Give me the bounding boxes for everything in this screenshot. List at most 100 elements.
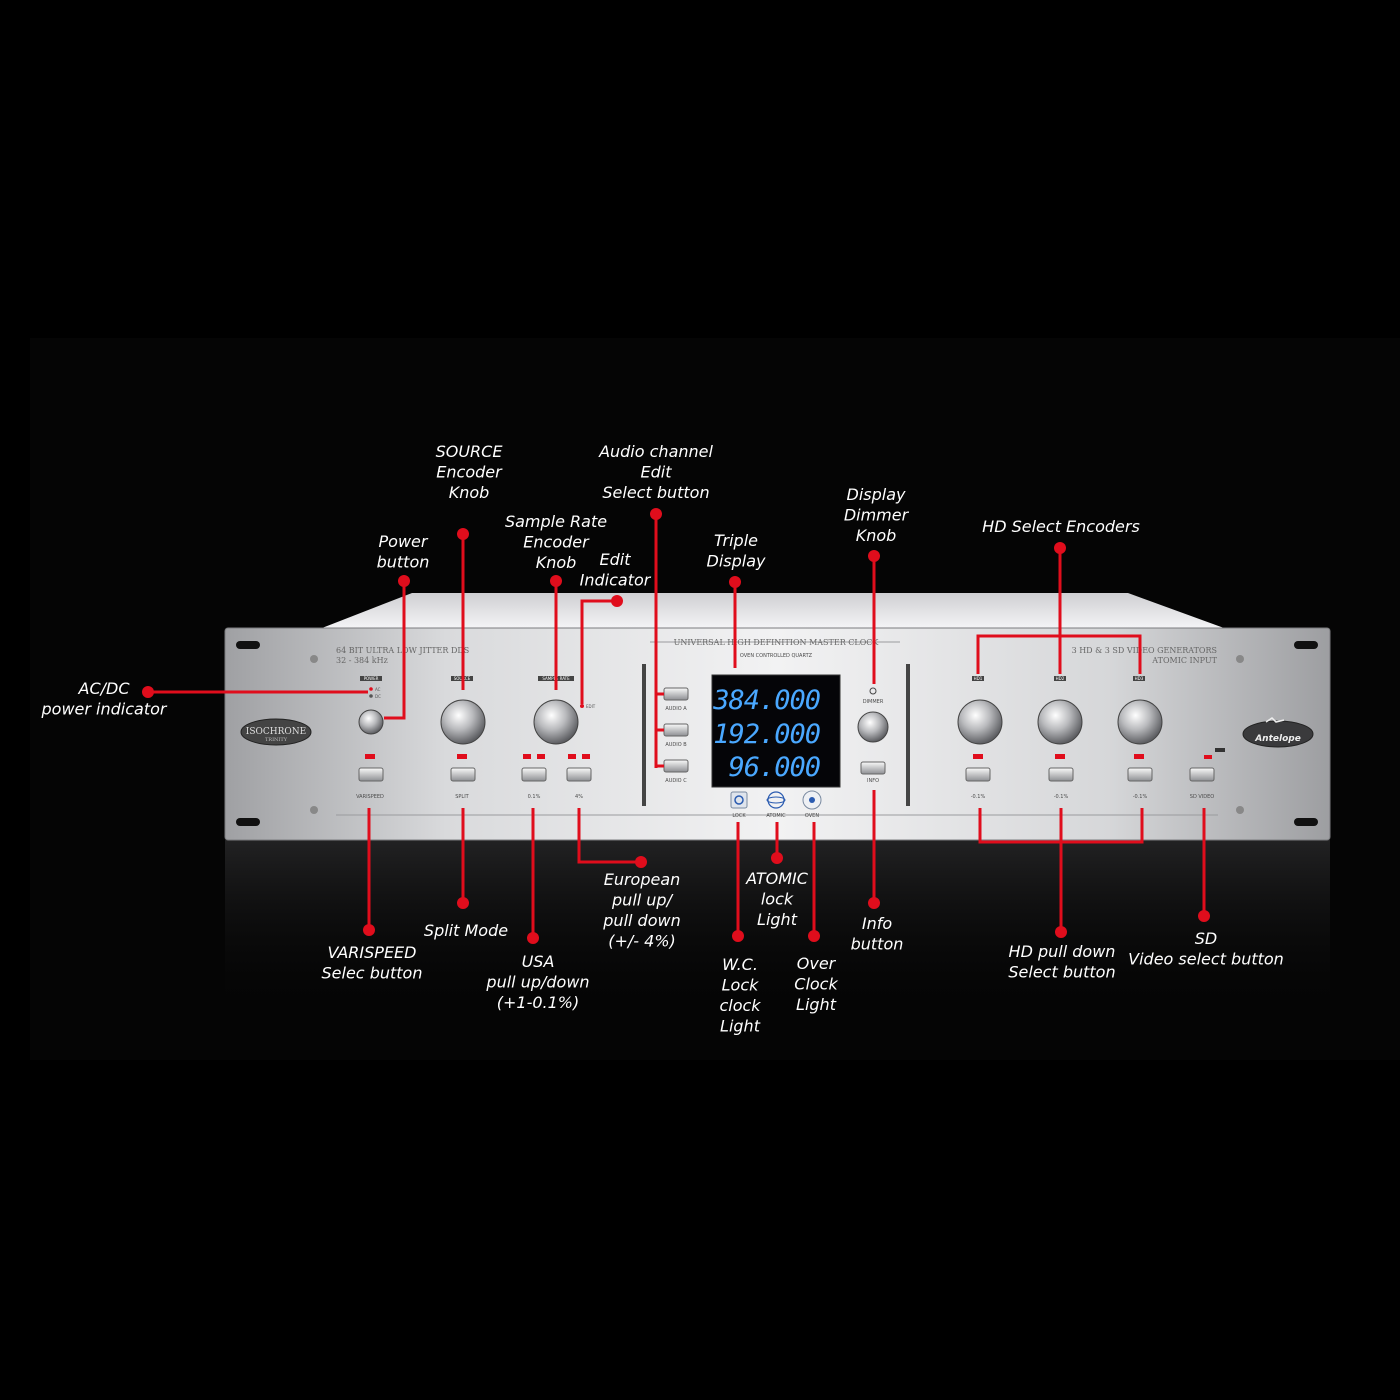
device-reflection <box>225 840 1330 1020</box>
callout-line: Clock <box>794 975 838 994</box>
usa-pull-button[interactable] <box>521 767 547 782</box>
power-button[interactable] <box>358 709 384 735</box>
callout-line: HD Select Encoders <box>982 517 1140 536</box>
callout-line: lock <box>761 890 794 909</box>
rack-slot <box>1294 818 1318 826</box>
hd3-pull-button[interactable] <box>1127 767 1153 782</box>
atom-icon <box>767 791 785 809</box>
callout-line: Triple <box>714 531 758 550</box>
callout-line: Info <box>862 914 892 933</box>
callout-line: USA <box>522 952 555 971</box>
callout-line: ATOMIC <box>745 869 809 888</box>
screw <box>310 655 318 663</box>
left-spec-text-2: 32 - 384 kHz <box>336 656 388 665</box>
rack-slot <box>236 818 260 826</box>
audio-c-label: AUDIO C <box>665 778 687 784</box>
hd2-tag <box>1054 676 1066 681</box>
callout-line: Sample Rate <box>505 512 607 531</box>
hd2-label: HD2 <box>1056 676 1065 681</box>
hd3-encoder[interactable] <box>1117 699 1163 745</box>
callout-line: Display <box>707 552 767 571</box>
sd-video-button[interactable] <box>1189 767 1215 782</box>
edit-label: EDIT <box>586 704 596 709</box>
ac-label: AC <box>375 687 381 692</box>
right-spec-text: 3 HD & 3 SD VIDEO GENERATORS <box>1072 646 1217 655</box>
hd1-encoder[interactable] <box>957 699 1003 745</box>
callout-line: Encoder <box>523 533 590 552</box>
callout-line: Light <box>796 995 837 1014</box>
varispeed-button[interactable] <box>358 767 384 782</box>
split-label: SPLIT <box>455 794 469 800</box>
hd1-pull-button[interactable] <box>965 767 991 782</box>
callout-line: Encoder <box>436 463 503 482</box>
callout-line: pull down <box>602 911 680 930</box>
sd-video-label: SD VIDEO <box>1190 794 1215 800</box>
usa-pull-label: 0.1% <box>528 794 541 800</box>
hd1-tag <box>972 676 984 681</box>
callout-line: SOURCE <box>436 442 504 461</box>
usa-led-up <box>523 754 531 759</box>
dc-label: DC <box>375 694 381 699</box>
dimmer-label: DIMMER <box>863 699 884 705</box>
callout-line: Video select button <box>1128 950 1284 969</box>
split-button[interactable] <box>450 767 476 782</box>
display-dimmer-knob[interactable] <box>857 711 889 743</box>
triple-display <box>711 674 841 788</box>
callout-line: AC/DC <box>78 679 131 698</box>
callout-line: button <box>377 553 430 572</box>
hd1-pull-led <box>973 754 983 759</box>
dc-led <box>369 694 373 698</box>
info-label: INFO <box>867 778 879 784</box>
hd2-encoder[interactable] <box>1037 699 1083 745</box>
hd3-label: HD3 <box>1135 676 1144 681</box>
center-subtitle: OVEN CONTROLLED QUARTZ <box>740 653 813 659</box>
info-button[interactable] <box>860 761 886 775</box>
callout-leaders <box>148 514 1206 938</box>
european-pull-button[interactable] <box>566 767 592 782</box>
screw <box>310 806 318 814</box>
atomic-label: ATOMIC <box>766 813 786 819</box>
audio-b-button[interactable] <box>663 723 689 737</box>
hd2-pull-button[interactable] <box>1048 767 1074 782</box>
callout-line: Indicator <box>580 571 652 590</box>
display-bracket-left <box>642 664 646 806</box>
hd3-pull-label: -0.1% <box>1133 794 1148 800</box>
hd2-pull-label: -0.1% <box>1054 794 1069 800</box>
rack-slot <box>236 641 260 649</box>
callout-line: Light <box>720 1017 761 1036</box>
hd1-label: HD1 <box>974 676 983 681</box>
callout-line: Lock <box>722 976 760 995</box>
split-led <box>457 754 467 759</box>
brand-badge-sub: TRINITY <box>265 737 288 743</box>
audio-a-button[interactable] <box>663 687 689 701</box>
power-label: POWER <box>364 676 379 681</box>
euro-led-up <box>568 754 576 759</box>
sample-rate-encoder-knob[interactable] <box>533 699 579 745</box>
display-line-3: 96.000 <box>728 752 820 783</box>
sd-led-2 <box>1215 748 1225 752</box>
power-tag <box>360 676 382 681</box>
display-bracket-right <box>906 664 910 806</box>
callout-line: Select button <box>602 483 709 502</box>
callout-line: Knob <box>856 526 897 545</box>
audio-c-button[interactable] <box>663 759 689 773</box>
callout-line: pull up/ <box>611 891 674 910</box>
hd2-pull-led <box>1055 754 1065 759</box>
rack-slot <box>1294 641 1318 649</box>
ac-led <box>369 687 373 691</box>
source-encoder-knob[interactable] <box>440 699 486 745</box>
